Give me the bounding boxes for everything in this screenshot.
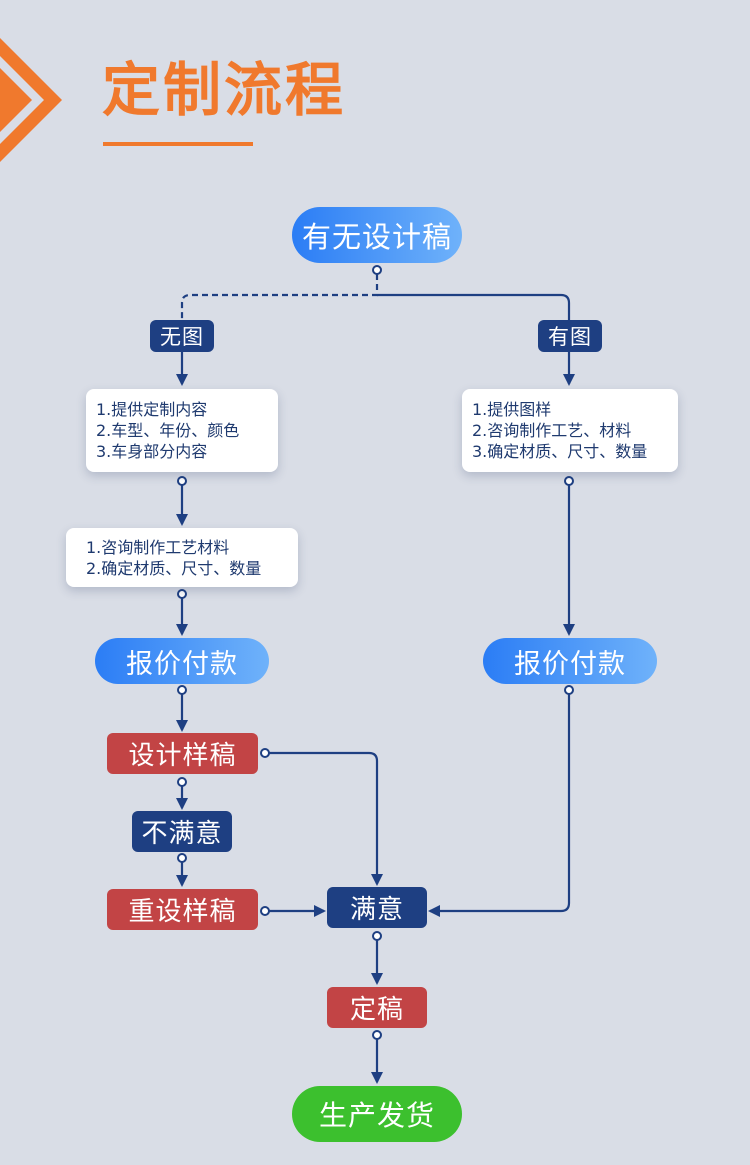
quote-pay-right-node: 报价付款: [483, 638, 657, 684]
connector-dot: [564, 685, 574, 695]
connector-dot: [177, 853, 187, 863]
final-draft-node: 定稿: [327, 987, 427, 1028]
connector-dot: [564, 476, 574, 486]
no-design-node: 无图: [150, 320, 214, 352]
connector-dot: [260, 748, 270, 758]
left-card-2-line-2: 2.确定材质、尺寸、数量: [86, 558, 262, 578]
quote-pay-left-node: 报价付款: [95, 638, 269, 684]
connector-dot: [177, 777, 187, 787]
connector-to-no-design: [180, 274, 379, 320]
connector-dot: [372, 265, 382, 275]
chevron-decoration-icon: [0, 38, 62, 162]
ship-node: 生产发货: [292, 1086, 462, 1142]
connector-dot: [372, 1030, 382, 1040]
yes-design-node: 有图: [538, 320, 602, 352]
right-card-1-line-3: 3.确定材质、尺寸、数量: [472, 442, 648, 461]
connector-to-yes-design: [377, 293, 571, 320]
has-design-node: 有无设计稿: [292, 207, 462, 263]
left-card-1-line-2: 2.车型、年份、颜色: [96, 421, 240, 440]
page-title: 定制流程: [102, 56, 347, 124]
title-underline: [103, 142, 253, 146]
right-card-1-line-1: 1.提供图样: [472, 400, 552, 419]
left-card-1: 1.提供定制内容 2.车型、年份、颜色 3.车身部分内容: [86, 389, 278, 472]
connector-right-quote-to-satisfied: [428, 694, 571, 917]
connector-dot: [372, 931, 382, 941]
redesign-sample-node: 重设样稿: [107, 889, 258, 930]
connector-dot: [177, 685, 187, 695]
connector-dot: [177, 589, 187, 599]
left-card-2-line-1: 1.咨询制作工艺材料: [86, 537, 230, 557]
not-satisfied-node: 不满意: [132, 811, 232, 852]
design-sample-node: 设计样稿: [107, 733, 258, 774]
right-card-1: 1.提供图样 2.咨询制作工艺、材料 3.确定材质、尺寸、数量: [462, 389, 678, 472]
connector-dot: [177, 476, 187, 486]
left-card-2: 1.咨询制作工艺材料 2.确定材质、尺寸、数量: [66, 528, 298, 587]
left-card-1-line-1: 1.提供定制内容: [96, 400, 208, 419]
left-card-1-line-3: 3.车身部分内容: [96, 442, 208, 461]
right-card-1-line-2: 2.咨询制作工艺、材料: [472, 421, 632, 440]
connector-design-to-satisfied: [269, 751, 383, 886]
satisfied-node: 满意: [327, 887, 427, 928]
connector-dot: [260, 906, 270, 916]
